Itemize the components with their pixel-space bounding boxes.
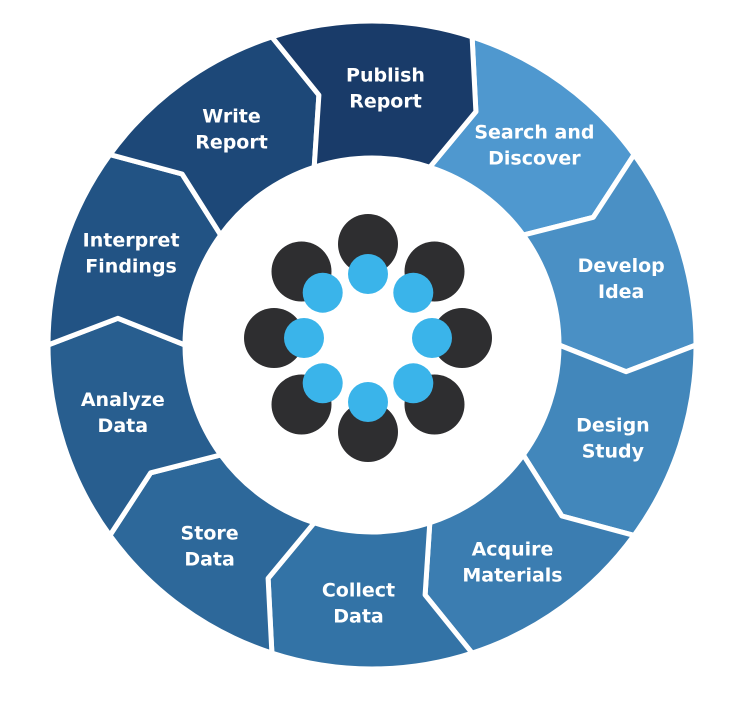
logo-light-dot	[302, 272, 343, 313]
segment-label-line: Search and	[474, 122, 594, 144]
segment-label-line: Design	[576, 415, 650, 437]
logo-light-dot	[412, 318, 452, 358]
segment-label-line: Data	[184, 549, 235, 571]
segment-label-line: Study	[582, 441, 645, 463]
logo-dark-dot	[338, 214, 398, 274]
segment-label-line: Idea	[598, 281, 644, 303]
logo-light-dot	[393, 363, 434, 404]
logo-dark-dot	[244, 308, 304, 368]
segment-label-line: Interpret	[83, 230, 180, 252]
logo-light-dot	[348, 254, 388, 294]
logo-light-dot	[393, 272, 434, 313]
segment-label-line: Report	[349, 90, 422, 112]
segment-label-line: Acquire	[472, 538, 554, 560]
segment-label-line: Collect	[322, 580, 395, 602]
segment-label-line: Data	[333, 606, 384, 628]
segment-label-line: Write	[202, 106, 260, 128]
segment-label-line: Store	[181, 523, 239, 545]
segment-label-line: Findings	[85, 256, 177, 278]
logo-light-dot	[284, 318, 324, 358]
logo-dark-dot	[432, 308, 492, 368]
logo-dark-dot	[338, 402, 398, 462]
logo-icon	[244, 214, 492, 462]
center-disc	[185, 158, 559, 532]
logo-light-dot	[302, 363, 343, 404]
segment-label-line: Discover	[488, 148, 581, 170]
segment-label-line: Develop	[578, 255, 665, 277]
segment-label-line: Data	[98, 415, 149, 437]
segments-group	[45, 18, 699, 672]
segment-label-line: Report	[195, 132, 268, 154]
logo-light-dot	[348, 382, 388, 422]
segment-label-line: Publish	[346, 64, 425, 86]
segment-label-line: Analyze	[81, 389, 165, 411]
segment-label-line: Materials	[462, 564, 562, 586]
